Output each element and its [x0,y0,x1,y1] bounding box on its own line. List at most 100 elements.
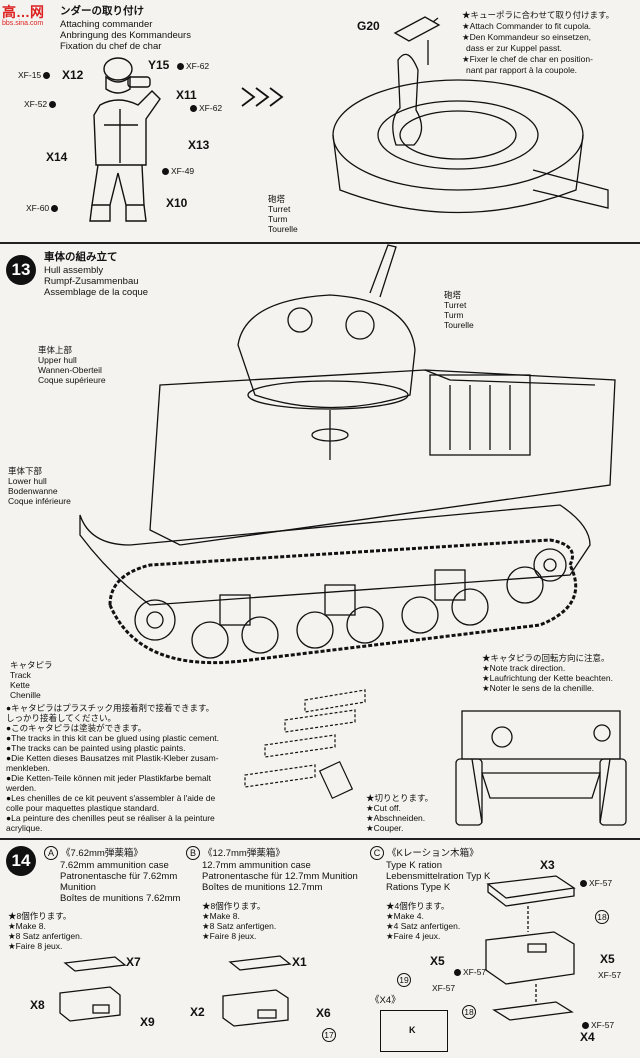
direction-note-fr: ★Noter le sens de la chenille. [482,683,595,693]
paint-xf57-d: XF-57 [598,970,622,980]
part-x5-left: X5 [430,954,445,968]
track-label-en: Track [10,670,31,680]
track-note-line: ●La peinture des chenilles peut se réali… [6,813,215,823]
part-x14: X14 [46,150,68,164]
site-logo: 高…网 [2,4,44,20]
commander-note-fr1: ★Fixer le chef de char en position- [462,54,593,64]
rear-view-drawing [455,710,627,826]
callout-18-b: 18 [462,1005,476,1019]
step-14-number: 14 [6,846,36,876]
case-a-title: A《7.62mm弾薬箱》 [44,846,143,860]
case-b-make: ★Make 8. [202,911,240,921]
track-note-line: ●Die Ketten dieses Bausatzes mit Plastik… [6,753,219,763]
track-label-de: Kette [10,680,30,690]
lower-hull-label-jp: 車体下部 [8,466,43,476]
cut-off-fr: ★Couper. [366,823,404,833]
step13-title-jp: 車体の組み立て [44,251,118,263]
letter-a-icon: A [44,846,58,860]
case-b-line: 12.7mm ammunition case [202,860,311,871]
commander-note-en: ★Attach Commander to fit cupola. [462,21,592,31]
case-a-make: ★Faire 8 jeux. [8,941,63,951]
cut-off-jp: ★切りとります。 [366,793,434,803]
part-x7: X7 [126,955,141,969]
track-note-line: werden. [6,783,37,793]
case-a-make: ★8 Satz anfertigen. [8,931,83,941]
g20-hatch-part [393,16,441,42]
track-note-line: acrylique. [6,823,43,833]
hull-turret-label-de: Turm [444,310,464,320]
part-x4: X4 [580,1030,595,1044]
hull-turret-label-en: Turret [444,300,467,310]
commander-note-de1: ★Den Kommandeur so einsetzen, [462,32,592,42]
case-a-make: ★8個作ります。 [8,911,72,921]
direction-note-jp: ★キャタピラの回転方向に注意。 [482,653,610,663]
track-note-line: ●Die Ketten-Teile können mit jeder Plast… [6,773,211,783]
hull-turret-label-jp: 砲塔 [444,290,462,300]
commander-note-de2: dass er zur Kuppel passt. [466,43,562,53]
lower-hull-label-de: Bodenwanne [8,486,58,496]
part-x11: X11 [176,88,197,102]
ammo-case-b-drawing [222,955,292,1027]
case-b-title: B《12.7mm弾薬箱》 [186,846,285,860]
case-c-line: Lebensmittelration Typ K [386,871,491,882]
case-b-line: Boîtes de munitions 12.7mm [202,882,323,893]
cut-off-en: ★Cut off. [366,803,401,813]
track-label-fr: Chenille [10,690,41,700]
callout-19: 19 [397,973,411,987]
part-x12: X12 [62,68,84,82]
case-a-make: ★Make 8. [8,921,46,931]
paint-xf57-a: XF-57 [578,878,612,888]
part-x10: X10 [166,196,188,210]
upper-hull-label-en: Upper hull [38,355,77,365]
part-x8: X8 [30,998,45,1012]
callout-18-a: 18 [595,910,609,924]
step12-title-fr: Fixation du chef de char [60,41,162,52]
hull-turret-label-fr: Tourelle [444,320,474,330]
direction-note-en: ★Note track direction. [482,663,566,673]
upper-hull-label-de: Wannen-Oberteil [38,365,102,375]
part-x13: X13 [188,138,210,152]
paint-xf52: XF-52 [24,99,58,109]
case-b-make: ★Faire 8 jeux. [202,931,257,941]
part-y15: Y15 [148,58,170,72]
paint-xf57-b: XF-57 [452,967,486,977]
track-note-line: ●キャタピラはプラスチック用接着剤で接着できます。 [6,703,215,713]
part-x6: X6 [316,1006,331,1020]
case-c-make: ★Faire 4 jeux. [386,931,441,941]
lower-hull-label-fr: Coque inférieure [8,496,71,506]
step13-title-de: Rumpf-Zusammenbau [44,276,139,287]
k-ration-box-drawing [485,875,576,1021]
step13-title-en: Hull assembly [44,265,104,276]
paint-xf60: XF-60 [26,203,60,213]
turret-label-de: Turm [268,214,288,224]
paint-xf15: XF-15 [18,70,52,80]
commander-note-jp: ★キューポラに合わせて取り付けます。 [462,10,615,20]
part-x9: X9 [140,1015,155,1029]
cut-off-de: ★Abschneiden. [366,813,426,823]
turret-with-commander-drawing [332,17,609,214]
paint-xf62-b: XF-62 [188,103,222,113]
commander-note-fr2: nant par rapport à la coupole. [466,65,578,75]
section-divider [0,242,640,244]
track-note-line: ●Les chenilles de ce kit peuvent s'assem… [6,793,216,803]
case-b-line: Patronentasche für 12.7mm Munition [202,871,358,882]
case-b-make: ★8個作ります。 [202,901,266,911]
track-note-line: ●このキャタピラは塗装ができます。 [6,723,147,733]
track-notes: ●キャタピラはプラスチック用接着剤で接着できます。 しっかり接着してください。 … [6,703,251,833]
paint-xf57-e: XF-57 [580,1020,614,1030]
step12-title-en: Attaching commander [60,19,153,30]
assembly-arrow-icon [241,87,284,107]
step12-title-jp: ンダーの取り付け [60,5,144,17]
x4-panel: K [380,1010,448,1052]
track-sprue-drawing [244,689,366,800]
case-c-make: ★4 Satz anfertigen. [386,921,461,931]
upper-hull-label-fr: Coque supérieure [38,375,106,385]
callout-17: 17 [322,1028,336,1042]
ammo-case-a-drawing [59,956,127,1022]
k-marking: K [409,1025,416,1035]
letter-c-icon: C [370,846,384,860]
letter-b-icon: B [186,846,200,860]
track-note-line: colle pour maquettes plastique standard. [6,803,160,813]
paint-xf62-a: XF-62 [175,61,209,71]
commander-figure [89,57,161,222]
